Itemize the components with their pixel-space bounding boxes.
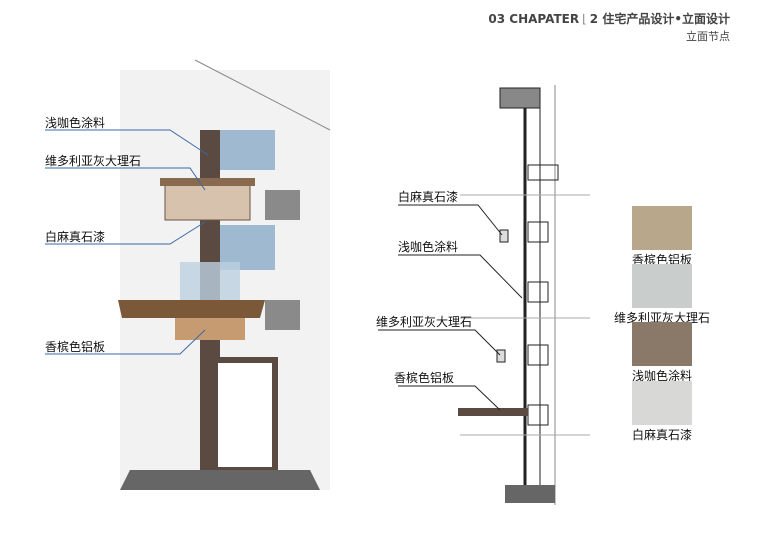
material-swatch	[632, 206, 692, 250]
material-swatch-label: 维多利亚灰大理石	[613, 311, 710, 325]
chapter-label: 03 CHAPATER	[488, 12, 580, 26]
material-swatch	[632, 381, 692, 425]
left-label-victoria-grey-marble: 维多利亚灰大理石	[45, 154, 142, 168]
material-swatch	[632, 322, 692, 366]
section-num: 2	[589, 12, 599, 26]
left-label-light-coffee-paint: 浅咖色涂料	[45, 116, 106, 130]
material-swatch-label: 香槟色铝板	[631, 253, 692, 267]
material-swatch-label: 白麻真石漆	[631, 428, 692, 442]
left-leaders	[45, 129, 209, 355]
header: 03 CHAPATER⌊2 住宅产品设计•立面设计 立面节点	[488, 12, 730, 43]
material-swatch-label: 浅咖色涂料	[631, 369, 692, 383]
axonometric-facade	[118, 59, 331, 490]
left-label-champagne-aluminum: 香槟色铝板	[45, 340, 106, 354]
section-label-white-stone-paint: 白麻真石漆	[398, 190, 459, 204]
section-label-champagne-aluminum: 香槟色铝板	[394, 371, 455, 385]
section-title: 住宅产品设计•立面设计	[602, 12, 730, 26]
page-subtitle: 立面节点	[686, 30, 730, 43]
left-label-white-stone-paint: 白麻真石漆	[45, 230, 106, 244]
section-label-light-coffee-paint: 浅咖色涂料	[398, 240, 459, 254]
section-label-victoria-grey-marble: 维多利亚灰大理石	[376, 315, 473, 329]
section-leaders	[378, 204, 523, 411]
material-swatch	[632, 264, 692, 308]
section-drawing	[458, 85, 590, 505]
